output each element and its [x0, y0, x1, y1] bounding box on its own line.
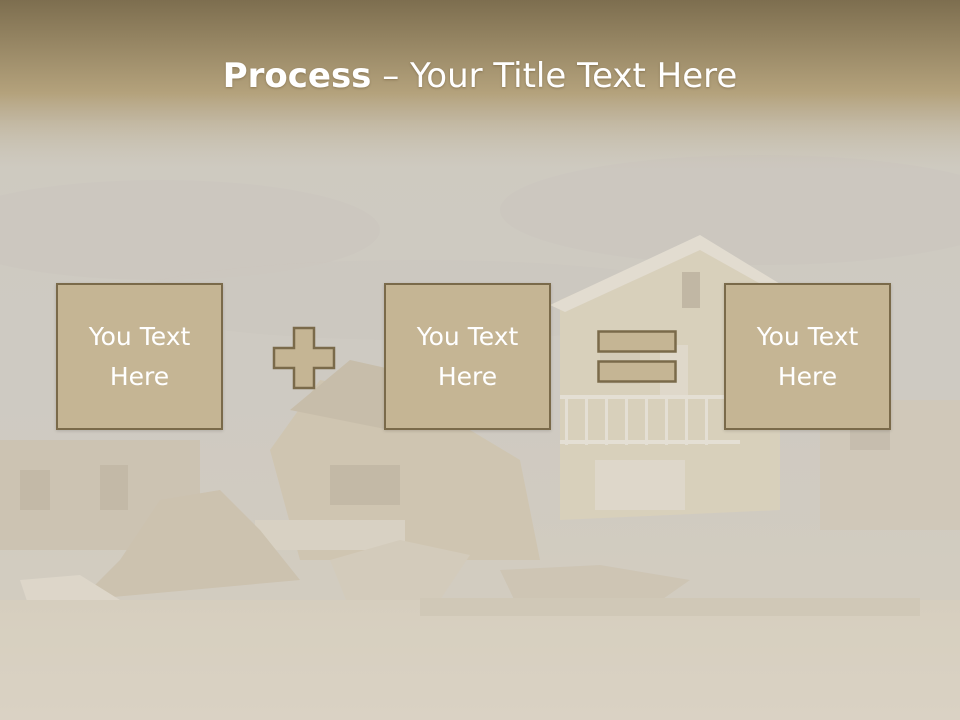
title-rest: – Your Title Text Here	[371, 56, 738, 96]
process-box-3[interactable]: You Text Here	[724, 283, 891, 430]
process-box-2-text: You Text Here	[416, 321, 519, 391]
plus-icon	[272, 326, 336, 390]
equals-icon	[597, 330, 677, 383]
title-bold: Process	[222, 56, 372, 96]
process-box-2[interactable]: You Text Here	[384, 283, 551, 430]
process-box-1[interactable]: You Text Here	[56, 283, 223, 430]
process-box-1-text: You Text Here	[88, 321, 191, 391]
process-box-3-text: You Text Here	[756, 321, 859, 391]
page-title: Process – Your Title Text Here	[0, 54, 960, 98]
